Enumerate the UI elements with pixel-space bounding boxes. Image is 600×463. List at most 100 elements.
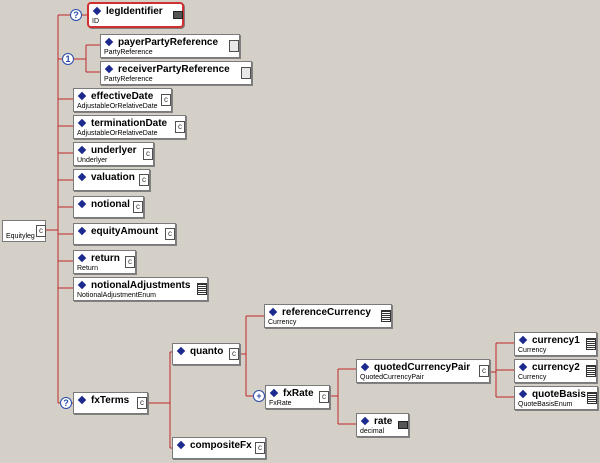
complex-type-icon: [137, 397, 147, 409]
complex-type-icon: [175, 121, 185, 133]
node-name: quanto: [190, 346, 224, 357]
node-name: underlyer: [91, 145, 137, 156]
element-diamond-icon: [77, 253, 87, 263]
node-receiver-party-reference[interactable]: receiverPartyReference PartyReference: [100, 61, 252, 85]
node-name: equityAmount: [91, 226, 159, 237]
complex-type-icon: [143, 148, 153, 160]
node-name: rate: [374, 416, 393, 427]
element-diamond-icon: [77, 91, 87, 101]
element-diamond-icon: [92, 6, 102, 16]
node-name: receiverPartyReference: [118, 64, 230, 75]
node-reference-currency[interactable]: referenceCurrency Currency: [264, 304, 392, 328]
node-underlyer[interactable]: underlyer Underlyer: [73, 142, 154, 166]
optional-indicator-icon[interactable]: ?: [60, 397, 72, 409]
element-diamond-icon: [77, 199, 87, 209]
node-name: return: [91, 253, 120, 264]
node-type: Currency: [518, 374, 547, 381]
node-name: currency2: [532, 362, 580, 373]
sequence-cardinality-icon[interactable]: 1: [62, 53, 74, 65]
node-type: Return: [77, 265, 99, 272]
element-diamond-icon: [360, 362, 370, 372]
node-name: fxTerms: [91, 395, 130, 406]
element-diamond-icon: [360, 416, 370, 426]
complex-type-icon: [255, 442, 265, 454]
node-type: PartyReference: [104, 76, 153, 83]
enum-type-icon: [197, 283, 207, 295]
node-leg-identifier[interactable]: legIdentifier ID: [87, 2, 184, 28]
node-name: quoteBasis: [532, 389, 586, 400]
node-type: Currency: [268, 319, 297, 326]
element-diamond-icon: [77, 118, 87, 128]
node-name: payerPartyReference: [118, 37, 219, 48]
node-name: quotedCurrencyPair: [374, 362, 471, 373]
element-diamond-icon: [77, 145, 87, 155]
node-name: valuation: [91, 172, 135, 183]
element-diamond-icon: [176, 346, 186, 356]
simple-type-icon: [173, 11, 183, 19]
node-quanto[interactable]: quanto: [172, 343, 240, 365]
element-diamond-icon: [269, 388, 279, 398]
element-diamond-icon: [104, 37, 114, 47]
element-diamond-icon: [77, 172, 87, 182]
enum-type-icon: [587, 392, 597, 404]
complex-type-icon: [125, 256, 135, 268]
node-name: fxRate: [283, 388, 314, 399]
node-type: AdjustableOrRelativeDate: [77, 130, 158, 137]
complex-type-icon: [319, 391, 329, 403]
node-rate[interactable]: rate decimal: [356, 413, 409, 437]
simple-type-icon: [586, 338, 596, 350]
complex-type-icon: [229, 348, 239, 360]
element-diamond-icon: [77, 395, 87, 405]
node-type: QuotedCurrencyPair: [360, 374, 424, 381]
node-name: referenceCurrency: [282, 307, 371, 318]
element-diamond-icon: [518, 362, 528, 372]
node-composite-fx[interactable]: compositeFx: [172, 437, 266, 459]
element-diamond-icon: [104, 64, 114, 74]
node-name: notionalAdjustments: [91, 280, 191, 291]
element-diamond-icon: [268, 307, 278, 317]
node-payer-party-reference[interactable]: payerPartyReference PartyReference: [100, 34, 240, 58]
node-name: terminationDate: [91, 118, 168, 129]
simple-type-icon: [586, 365, 596, 377]
element-diamond-icon: [518, 335, 528, 345]
node-termination-date[interactable]: terminationDate AdjustableOrRelativeDate: [73, 115, 186, 139]
node-name: effectiveDate: [91, 91, 154, 102]
node-valuation[interactable]: valuation: [73, 169, 150, 191]
node-type: Underlyer: [77, 157, 108, 164]
node-type: NotionalAdjustmentEnum: [77, 292, 156, 299]
node-type: Currency: [518, 347, 547, 354]
node-return[interactable]: return Return: [73, 250, 136, 274]
root-node-equityleg[interactable]: Equityleg: [2, 220, 46, 242]
empty-type-icon: [241, 67, 251, 79]
node-fx-terms[interactable]: fxTerms: [73, 392, 148, 414]
empty-type-icon: [229, 40, 239, 52]
simple-type-icon: [381, 310, 391, 322]
node-name: notional: [91, 199, 130, 210]
complex-type-icon: [36, 225, 46, 237]
node-name: compositeFx: [190, 440, 252, 451]
node-type: PartyReference: [104, 49, 153, 56]
node-notional-adjustments[interactable]: notionalAdjustments NotionalAdjustmentEn…: [73, 277, 208, 301]
element-diamond-icon: [77, 226, 87, 236]
node-type: ID: [92, 18, 99, 25]
node-effective-date[interactable]: effectiveDate AdjustableOrRelativeDate: [73, 88, 172, 112]
complex-type-icon: [161, 94, 171, 106]
node-quote-basis[interactable]: quoteBasis QuoteBasisEnum: [514, 386, 598, 410]
node-currency1[interactable]: currency1 Currency: [514, 332, 597, 356]
expand-plus-icon[interactable]: +: [253, 390, 265, 402]
node-type: AdjustableOrRelativeDate: [77, 103, 158, 110]
element-diamond-icon: [176, 440, 186, 450]
node-quoted-currency-pair[interactable]: quotedCurrencyPair QuotedCurrencyPair: [356, 359, 490, 383]
node-type: decimal: [360, 428, 385, 435]
simple-type-icon: [398, 421, 408, 429]
node-currency2[interactable]: currency2 Currency: [514, 359, 597, 383]
node-notional[interactable]: notional: [73, 196, 144, 218]
node-name: currency1: [532, 335, 580, 346]
complex-type-icon: [139, 174, 149, 186]
element-diamond-icon: [518, 389, 528, 399]
node-equity-amount[interactable]: equityAmount: [73, 223, 176, 245]
optional-indicator-icon[interactable]: ?: [70, 9, 82, 21]
complex-type-icon: [133, 201, 143, 213]
node-fx-rate[interactable]: fxRate FxRate: [265, 385, 330, 409]
